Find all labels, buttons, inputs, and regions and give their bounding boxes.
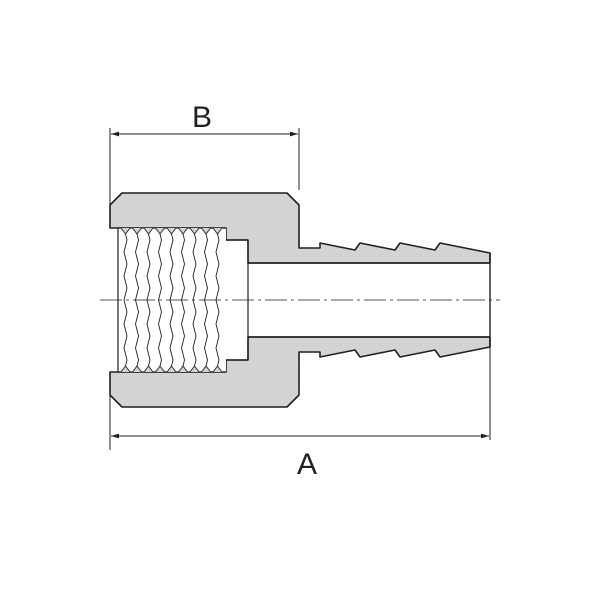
thread-tooth-bottom bbox=[212, 365, 223, 373]
thread-tooth-bottom bbox=[189, 365, 200, 373]
thread-line bbox=[158, 227, 162, 373]
thread-tooth-top bbox=[212, 227, 223, 235]
thread-tooth-top bbox=[132, 227, 142, 235]
thread-tooth-bottom bbox=[166, 365, 177, 373]
thread-tooth-bottom bbox=[143, 365, 154, 373]
thread-tooth-bottom bbox=[178, 365, 188, 373]
thread-tooth-top bbox=[155, 227, 165, 235]
thread-tooth-top bbox=[143, 227, 154, 235]
thread-line bbox=[123, 227, 128, 373]
thread-tooth-top bbox=[166, 227, 177, 235]
dimension-b-label: B bbox=[192, 101, 212, 134]
thread-tooth-top bbox=[178, 227, 188, 235]
dimension-a-label: A bbox=[297, 448, 317, 481]
dimension-b: B bbox=[109, 101, 300, 205]
thread-tooth-top bbox=[201, 227, 211, 235]
dimension-a: A bbox=[109, 347, 491, 481]
thread-tooth-bottom bbox=[155, 365, 165, 373]
thread-tooth-bottom bbox=[201, 365, 211, 373]
thread-tooth-top bbox=[189, 227, 200, 235]
thread-tooth-bottom bbox=[120, 365, 131, 373]
thread-tooth-top bbox=[120, 227, 131, 235]
thread-tooth-bottom bbox=[132, 365, 142, 373]
